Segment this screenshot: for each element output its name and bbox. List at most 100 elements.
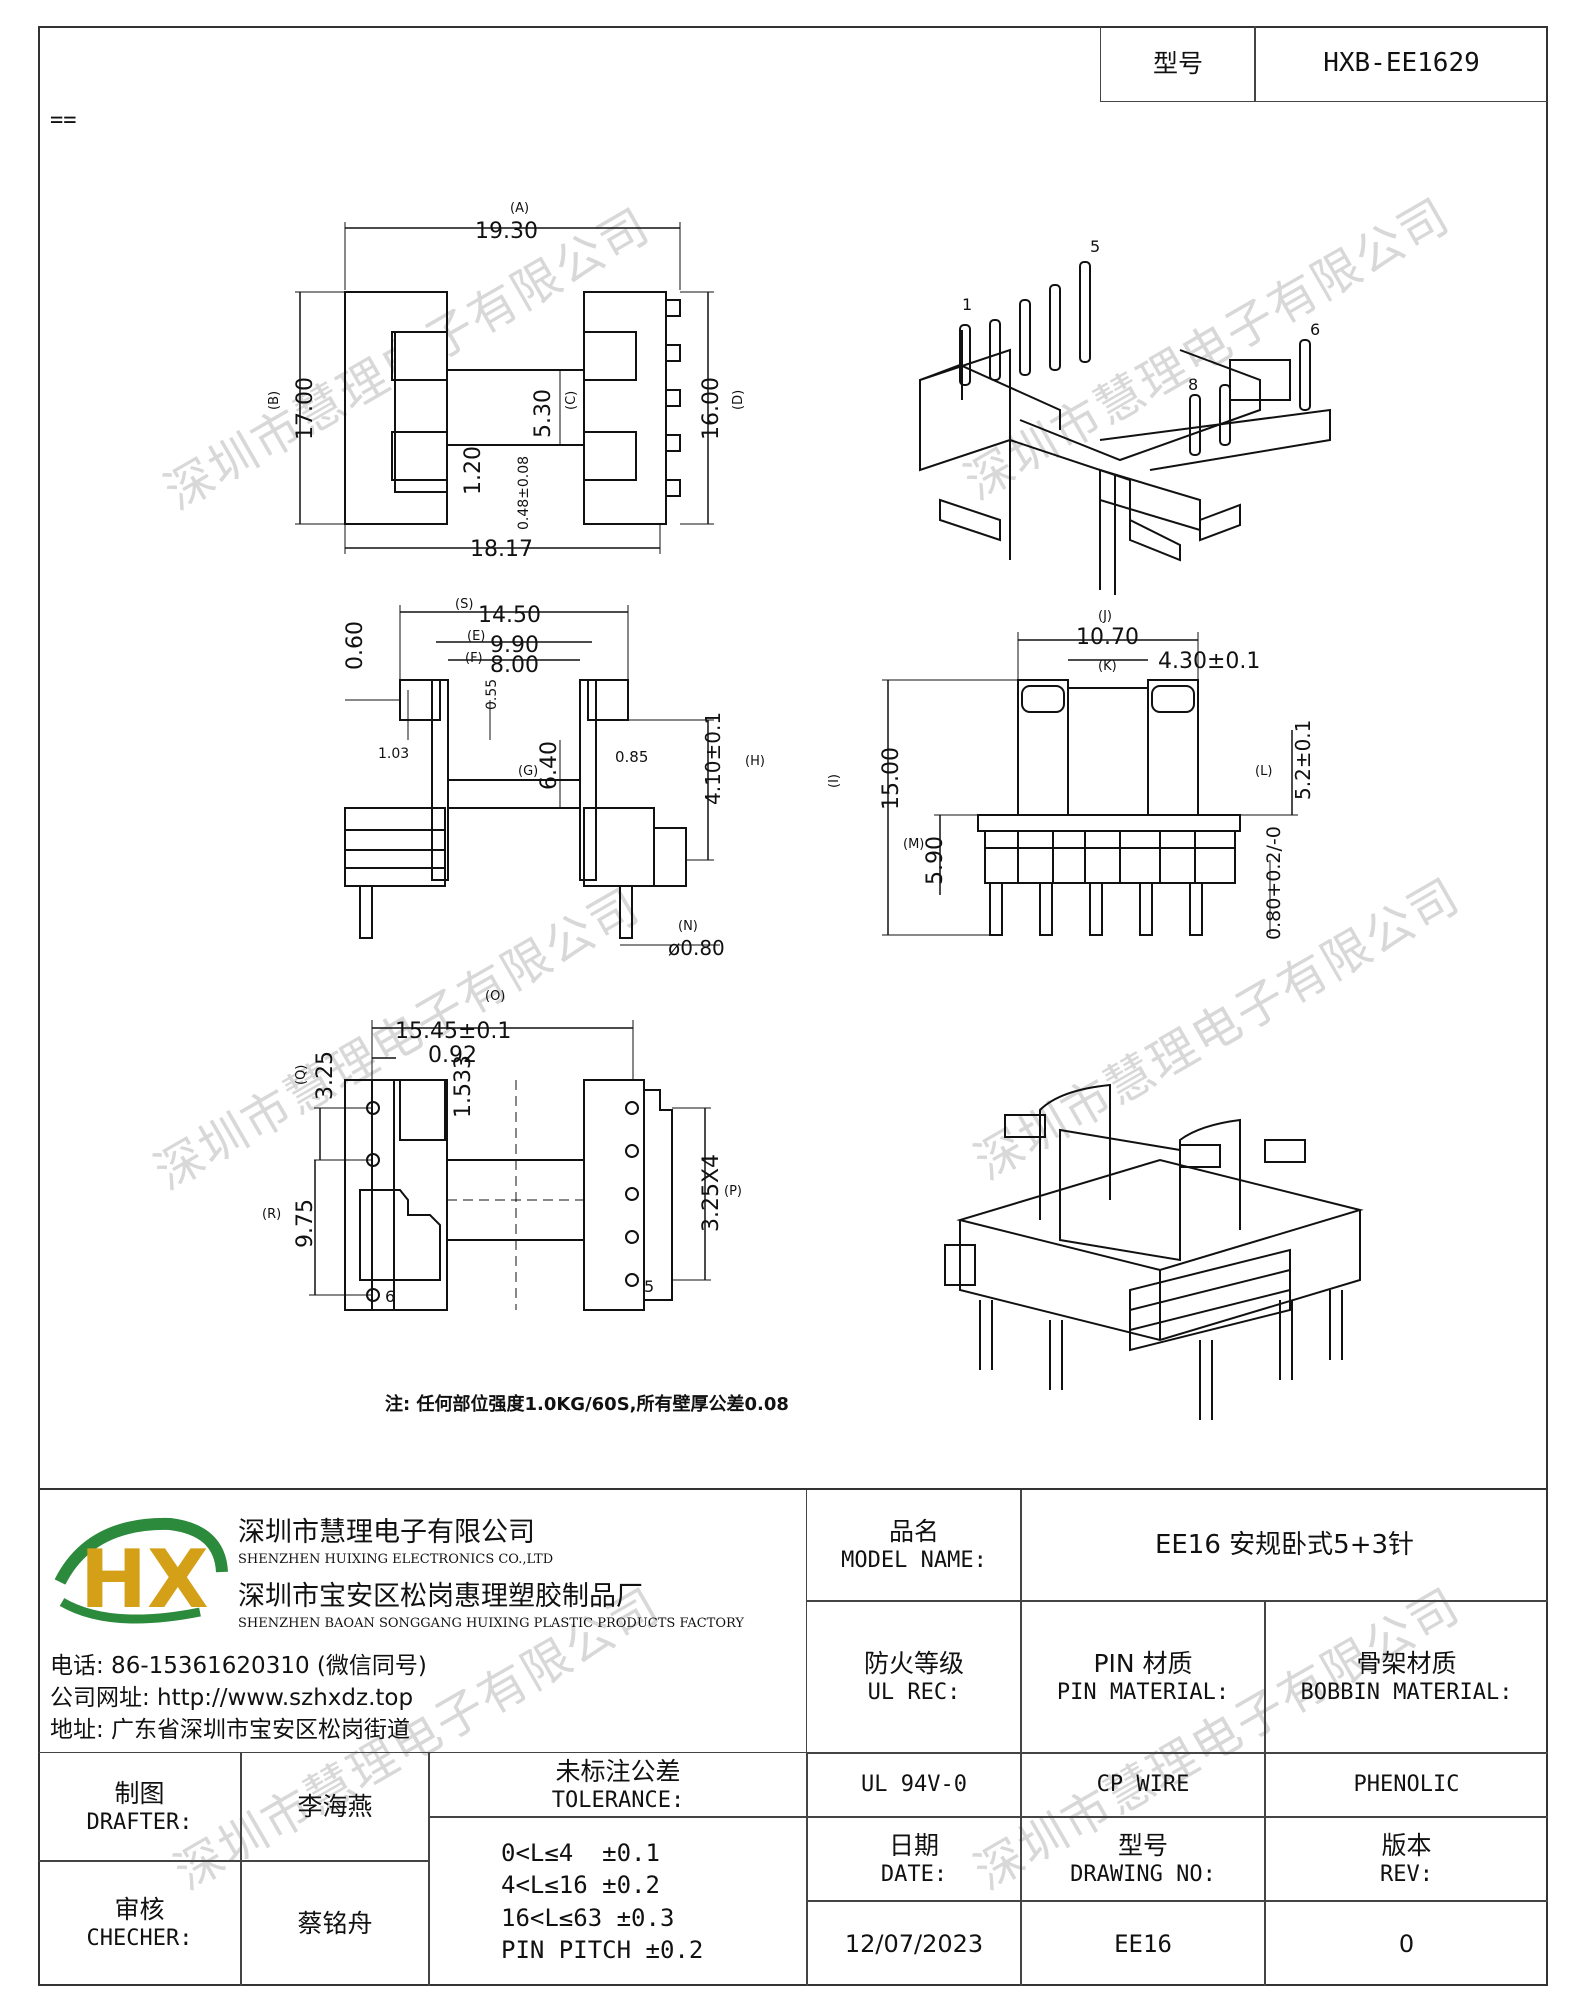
drafter-label: 制图 DRAFTER: (38, 1752, 242, 1862)
rev-label: 版本 REV: (1264, 1816, 1548, 1902)
model-label-cell: 型号 (1100, 26, 1256, 102)
iso-pin-6: 6 (1310, 320, 1320, 339)
dim-G: 6.40 (537, 741, 562, 790)
side-view (344, 605, 720, 946)
fire-rating-value: UL 94V-0 (806, 1752, 1022, 1818)
tolerance-row-2: 4<L≤16 ±0.2 (501, 1871, 660, 1900)
isometric-view-top (919, 261, 1331, 595)
iso-pin-8: 8 (1188, 375, 1198, 394)
pin-material-value: CP WIRE (1020, 1752, 1266, 1818)
tag-L: (L) (1255, 764, 1272, 779)
iso-pin-5: 5 (1090, 237, 1100, 256)
tag-C: (C) (564, 391, 579, 410)
dim-H: 4.10±0.1 (701, 712, 725, 805)
checker-label: 审核 CHECHER: (38, 1860, 242, 1986)
tag-N: (N) (678, 919, 698, 934)
tag-R: (R) (262, 1207, 281, 1222)
dim-N: ø0.80 (668, 936, 725, 960)
rev-value: 0 (1264, 1900, 1548, 1986)
dim-1-20: 1.20 (461, 446, 486, 495)
tolerance-row-3: 16<L≤63 ±0.3 (501, 1903, 675, 1932)
dim-P: 3.25X4 (699, 1154, 724, 1232)
model-value-cell: HXB-EE1629 (1254, 26, 1548, 102)
dim-1-03: 1.03 (378, 746, 409, 762)
dim-0-55: 0.55 (484, 679, 500, 710)
dim-R: 9.75 (293, 1199, 318, 1248)
tag-Q: (Q) (294, 1065, 309, 1085)
dim-L: 5.2±0.1 (1291, 720, 1315, 800)
tag-M: (M) (903, 837, 924, 852)
tolerance-values: 0<L≤4 ±0.1 4<L≤16 ±0.2 16<L≤63 ±0.3 PIN … (428, 1816, 808, 1986)
dim-K: 4.30±0.1 (1158, 649, 1260, 674)
tag-E: (E) (467, 629, 485, 644)
bottom-view (309, 1020, 711, 1311)
fire-rating-label: 防火等级 UL REC: (806, 1600, 1022, 1754)
tolerance-label: 未标注公差 TOLERANCE: (428, 1752, 808, 1818)
dim-S: 14.50 (478, 603, 541, 628)
pin-label-5: 5 (644, 1277, 654, 1296)
dim-C: 5.30 (531, 389, 556, 438)
pin-material-label: PIN 材质 PIN MATERIAL: (1020, 1600, 1266, 1754)
logo-text: HX (80, 1533, 209, 1626)
company-website: 公司网址: http://www.szhxdz.top (50, 1685, 414, 1711)
model-name-value: EE16 安规卧式5+3针 (1020, 1490, 1548, 1602)
dim-0-60: 0.60 (343, 621, 368, 670)
dim-Q: 3.25 (313, 1051, 338, 1100)
dim-0-80: 0.80+0.2/-0 (1263, 826, 1285, 940)
dim-A: 19.30 (475, 219, 538, 244)
company-panel: HX 深圳市慧理电子有限公司 SHENZHEN HUIXING ELECTRON… (40, 1490, 808, 1754)
tolerance-row-4: PIN PITCH ±0.2 (501, 1935, 704, 1964)
corner-mark: == (50, 108, 77, 133)
tolerance-row-1: 0<L≤4 ±0.1 (501, 1838, 660, 1867)
dim-B: 17.00 (293, 377, 318, 440)
top-view (295, 222, 714, 554)
engineering-drawing: (A) 19.30 (B) 17.00 5.30 (C) 16.00 (D) 1… (262, 201, 1364, 1420)
dim-D: 16.00 (699, 377, 724, 440)
model-label: 型号 (1152, 48, 1203, 78)
company-phone: 电话: 86-15361620310 (微信同号) (50, 1653, 427, 1679)
drafter-name: 李海燕 (240, 1752, 430, 1862)
pin-label-6: 6 (385, 1287, 395, 1306)
tag-B: (B) (267, 391, 282, 410)
dim-F: 8.00 (490, 653, 539, 678)
dim-18-17: 18.17 (470, 537, 533, 562)
dim-J: 10.70 (1076, 625, 1139, 650)
drawing-no-value: EE16 (1020, 1900, 1266, 1986)
company-name-en: SHENZHEN HUIXING ELECTRONICS CO.,LTD (238, 1552, 554, 1567)
tag-A: (A) (510, 201, 529, 216)
company-address: 地址: 广东省深圳市宝安区松岗街道 (50, 1717, 411, 1743)
company-logo: HX (54, 1517, 228, 1626)
tag-F: (F) (465, 651, 483, 666)
factory-name-en: SHENZHEN BAOAN SONGGANG HUIXING PLASTIC … (238, 1616, 744, 1631)
factory-name-cn: 深圳市宝安区松岗惠理塑胶制品厂 (238, 1581, 643, 1612)
checker-name: 蔡铭舟 (240, 1860, 430, 1986)
dim-0-85: 0.85 (615, 748, 648, 766)
bobbin-material-label: 骨架材质 BOBBIN MATERIAL: (1264, 1600, 1548, 1754)
titleblock-top-line (38, 1488, 1548, 1490)
tag-K: (K) (1098, 659, 1117, 674)
tag-I: (I) (827, 774, 842, 788)
drawing-frame (38, 26, 1548, 1986)
tag-P: (P) (724, 1184, 742, 1199)
front-view (882, 632, 1298, 936)
iso-pin-1: 1 (962, 295, 972, 314)
drawing-no-label: 型号 DRAWING NO: (1020, 1816, 1266, 1902)
isometric-view-bottom (944, 1083, 1364, 1420)
date-label: 日期 DATE: (806, 1816, 1022, 1902)
tag-J: (J) (1098, 609, 1112, 624)
date-value: 12/07/2023 (806, 1900, 1022, 1986)
tag-D: (D) (731, 390, 746, 410)
tag-H: (H) (745, 754, 765, 769)
model-value: HXB-EE1629 (1323, 48, 1480, 79)
tag-S: (S) (455, 597, 473, 612)
tag-O: (O) (485, 989, 505, 1004)
bobbin-material-value: PHENOLIC (1264, 1752, 1548, 1818)
dim-0-48: 0.48±0.08 (516, 456, 532, 530)
dim-O: 15.45±0.1 (395, 1019, 511, 1044)
model-name-label: 品名 MODEL NAME: (806, 1490, 1022, 1602)
dim-I: 15.00 (879, 747, 904, 810)
drawing-note: 注: 任何部位强度1.0KG/60S,所有壁厚公差0.08 (385, 1393, 789, 1415)
company-name-cn: 深圳市慧理电子有限公司 (238, 1517, 535, 1548)
dim-0-92: 0.92 (428, 1043, 477, 1068)
tag-G: (G) (518, 764, 538, 779)
